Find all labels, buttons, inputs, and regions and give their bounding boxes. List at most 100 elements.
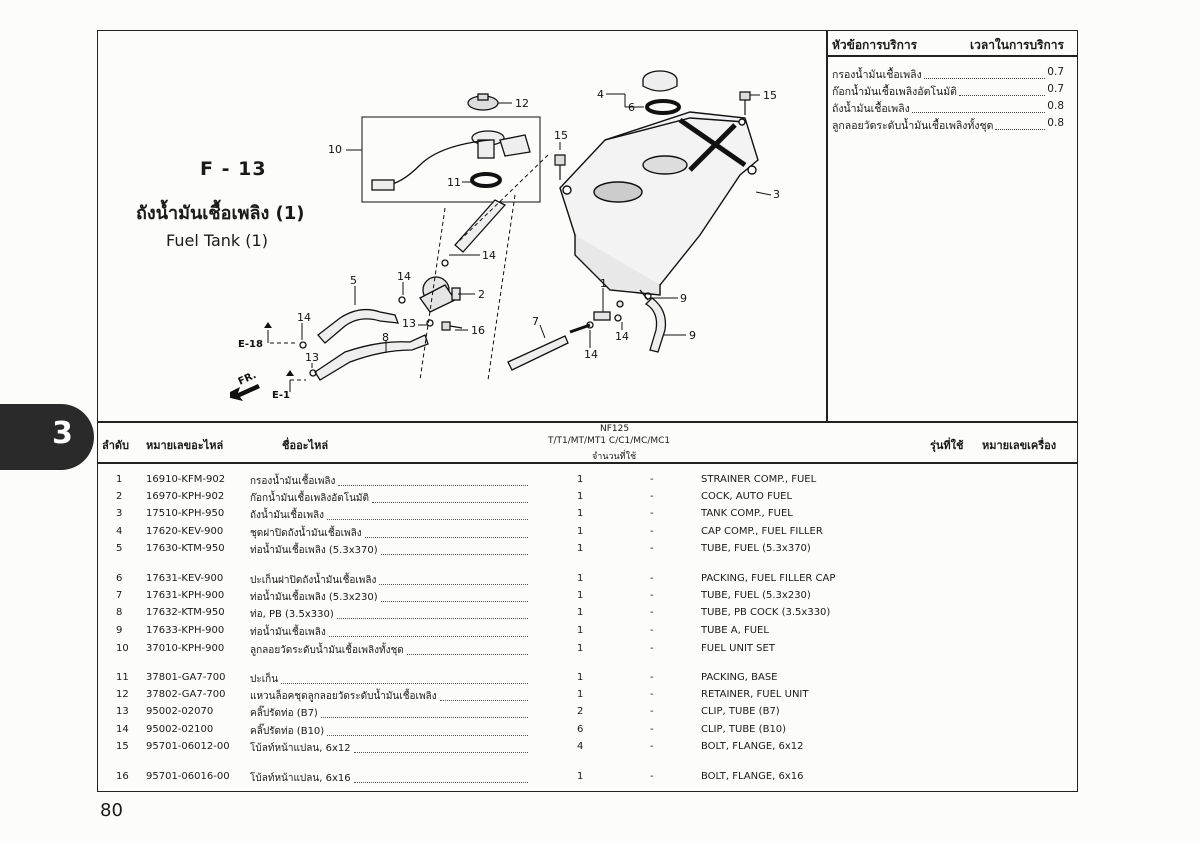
e18-arrow-icon bbox=[264, 322, 272, 328]
service-time-header: เวลาในการบริการ bbox=[970, 38, 1064, 52]
part-name-english: TUBE A, FUEL bbox=[701, 625, 769, 636]
row-number: 9 bbox=[116, 625, 123, 636]
callout: 6 bbox=[628, 101, 635, 114]
ref-front: FR. bbox=[237, 370, 258, 388]
part-number: 95002-02100 bbox=[146, 724, 214, 735]
leader-lines bbox=[267, 93, 772, 392]
fuel-cap-drawing bbox=[642, 70, 681, 115]
col-header-used-model: รุ่นที่ใช้ bbox=[930, 439, 964, 452]
part-number: 17633-KPH-900 bbox=[146, 625, 225, 636]
part-number: 17630-KTM-950 bbox=[146, 543, 225, 554]
part-name-english: FUEL UNIT SET bbox=[701, 643, 775, 654]
front-arrow-icon bbox=[230, 384, 260, 401]
qty-group-2: - bbox=[650, 543, 654, 554]
part-name-thai: ถังน้ำมันเชื้อเพลิง bbox=[250, 508, 530, 523]
qty-group-1: 1 bbox=[577, 672, 584, 683]
ref-e18: E-18 bbox=[238, 339, 263, 350]
row-number: 11 bbox=[116, 672, 129, 683]
part-number: 95701-06016-00 bbox=[146, 771, 230, 782]
part-name-english: COCK, AUTO FUEL bbox=[701, 491, 793, 502]
callout: 9 bbox=[689, 329, 696, 342]
part-name-english: TUBE, FUEL (5.3x370) bbox=[701, 543, 811, 554]
ref-e1: E-1 bbox=[272, 390, 290, 401]
diagram-callouts: 12 10 11 4 6 15 15 3 14 2 5 14 14 13 16 … bbox=[237, 88, 780, 401]
part-name-thai: โบ้ลท์หน้าแปลน, 6x16 bbox=[250, 771, 530, 786]
qty-group-1: 1 bbox=[577, 526, 584, 537]
part-name-thai: แหวนล็อคชุดลูกลอยวัดระดับน้ำมันเชื้อเพลิ… bbox=[250, 689, 530, 704]
qty-group-2: - bbox=[650, 672, 654, 683]
qty-group-1: 1 bbox=[577, 573, 584, 584]
callout: 5 bbox=[350, 274, 357, 287]
row-number: 1 bbox=[116, 474, 123, 485]
part-number: 17632-KTM-950 bbox=[146, 607, 225, 618]
part-name-english: TUBE, PB COCK (3.5x330) bbox=[701, 607, 831, 618]
qty-group-2: - bbox=[650, 706, 654, 717]
part-number: 95002-02070 bbox=[146, 706, 214, 717]
row-number: 8 bbox=[116, 607, 123, 618]
qty-group-1: 1 bbox=[577, 625, 584, 636]
col-header-engine-no: หมายเลขเครื่อง bbox=[982, 439, 1057, 452]
part-name-english: TUBE, FUEL (5.3x230) bbox=[701, 590, 811, 601]
col-header-part-number: หมายเลขอะไหล่ bbox=[146, 439, 224, 452]
row-number: 4 bbox=[116, 526, 123, 537]
part-name-english: CLIP, TUBE (B10) bbox=[701, 724, 787, 735]
part-name-thai: ท่อ, PB (3.5x330) bbox=[250, 607, 530, 622]
callout: 4 bbox=[597, 88, 604, 101]
table-header-rule bbox=[97, 462, 1078, 464]
part-number: 17620-KEV-900 bbox=[146, 526, 224, 537]
qty-group-1: 1 bbox=[577, 543, 584, 554]
figure-code: F - 13 bbox=[200, 158, 267, 180]
callout: 11 bbox=[447, 176, 461, 189]
part-number: 37801-GA7-700 bbox=[146, 672, 226, 683]
qty-group-2: - bbox=[650, 741, 654, 752]
callout: 16 bbox=[471, 324, 485, 337]
base-packing-drawing bbox=[470, 172, 502, 188]
part-name-english: CLIP, TUBE (B7) bbox=[701, 706, 780, 717]
service-row: ก๊อกน้ำมันเชื้อเพลิงอัตโนมัติ0.7 bbox=[832, 83, 1064, 98]
part-name-thai: ลูกลอยวัดระดับน้ำมันเชื้อเพลิงทั้งชุด bbox=[250, 643, 530, 658]
part-number: 17631-KEV-900 bbox=[146, 573, 224, 584]
qty-group-2: - bbox=[650, 526, 654, 537]
qty-group-2: - bbox=[650, 689, 654, 700]
fuel-unit-drawing bbox=[361, 116, 541, 203]
qty-group-2: - bbox=[650, 573, 654, 584]
callout: 1 bbox=[600, 277, 607, 290]
callout: 14 bbox=[482, 249, 496, 262]
qty-group-2: - bbox=[650, 491, 654, 502]
col-header-part-name: ชื่ออะไหล่ bbox=[282, 439, 329, 452]
qty-group-2: - bbox=[650, 643, 654, 654]
qty-group-1: 1 bbox=[577, 643, 584, 654]
callout: 13 bbox=[402, 317, 416, 330]
part-name-thai: ก๊อกน้ำมันเชื้อเพลิงอัตโนมัติ bbox=[250, 491, 530, 506]
callout: 14 bbox=[297, 311, 311, 324]
part-name-thai: ชุดฝาปิดถังน้ำมันเชื้อเพลิง bbox=[250, 526, 530, 541]
service-divider bbox=[826, 30, 828, 422]
part-number: 37802-GA7-700 bbox=[146, 689, 226, 700]
part-number: 17631-KPH-900 bbox=[146, 590, 225, 601]
part-name-english: PACKING, BASE bbox=[701, 672, 778, 683]
qty-group-1: 1 bbox=[577, 474, 584, 485]
figure-title-english: Fuel Tank (1) bbox=[166, 231, 268, 250]
part-name-thai: ปะเก็น bbox=[250, 672, 530, 687]
qty-group-1: 1 bbox=[577, 689, 584, 700]
figure-bottom-rule bbox=[97, 421, 1078, 423]
auto-fuel-cock-drawing bbox=[419, 276, 461, 313]
callout: 8 bbox=[382, 331, 389, 344]
callout: 13 bbox=[305, 351, 319, 364]
retainer-drawing bbox=[467, 93, 499, 111]
part-name-english: RETAINER, FUEL UNIT bbox=[701, 689, 809, 700]
service-topic-header: หัวข้อการบริการ bbox=[832, 38, 918, 52]
section-tab: 3 bbox=[0, 404, 94, 470]
cock-pb-drawing bbox=[593, 300, 624, 321]
row-number: 12 bbox=[116, 689, 129, 700]
part-name-thai: คลิ๊ปรัดท่อ (B7) bbox=[250, 706, 530, 721]
callout: 12 bbox=[515, 97, 529, 110]
qty-group-2: - bbox=[650, 724, 654, 735]
col-header-model: NF125 bbox=[600, 424, 630, 434]
callout: 7 bbox=[532, 315, 539, 328]
clips-drawing bbox=[299, 259, 652, 377]
qty-group-1: 1 bbox=[577, 590, 584, 601]
row-number: 15 bbox=[116, 741, 129, 752]
